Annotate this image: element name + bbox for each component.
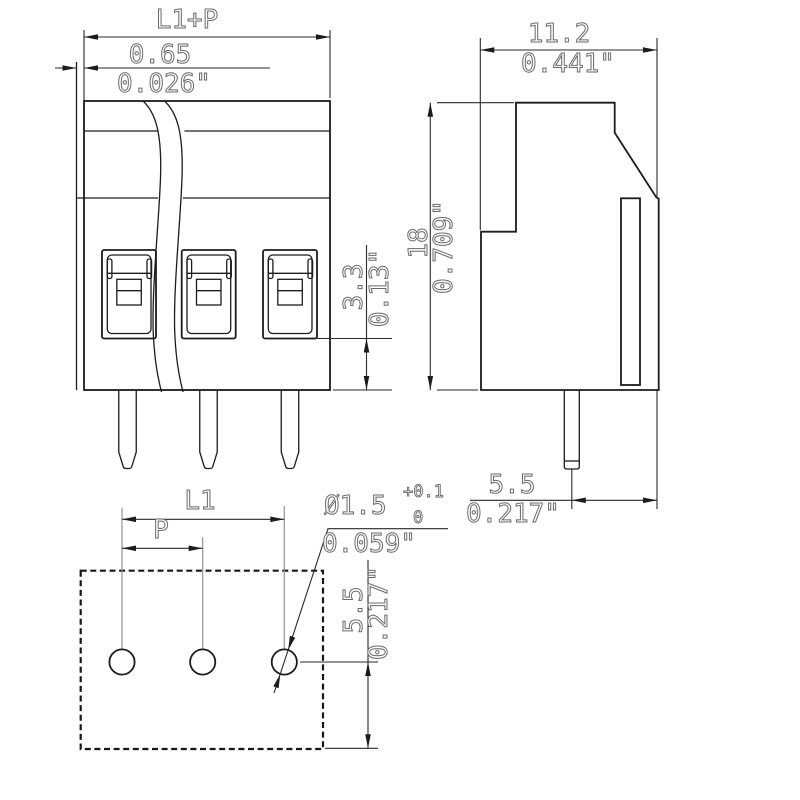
- hole-center-extension-lines: [121, 506, 285, 649]
- solder-pin-side: [563, 390, 580, 470]
- dim-hole-pitch-p: P: [122, 515, 203, 552]
- wire-opening: [277, 278, 303, 306]
- dimension-arrow: [273, 674, 281, 689]
- break-lines: [142, 100, 184, 393]
- dimension-arrow: [363, 338, 370, 353]
- dimension-arrow: [288, 635, 296, 650]
- dimension-arrow: [427, 102, 434, 117]
- dimension-arrow: [122, 516, 136, 523]
- drill-hole-2: [189, 648, 217, 676]
- wire-clamp-1: [101, 249, 157, 340]
- dimension-arrow: [480, 47, 495, 53]
- side-view: 11.2 0.441" 18 0.709" 5.5 0.217": [404, 19, 660, 530]
- clamp-flange-left: [106, 258, 113, 280]
- dimension-arrow: [643, 47, 657, 53]
- clamp-flange-left: [267, 258, 274, 280]
- dimension-text-row-offset-mm: 5.5: [339, 587, 369, 634]
- break-line-left: [142, 100, 163, 393]
- dimension-text-wall-mm: 0.65: [129, 40, 192, 70]
- dimension-text-depth-in: 0.441": [521, 49, 615, 79]
- dimension-text-span: L1: [184, 486, 215, 516]
- dimension-arrow: [365, 662, 371, 676]
- dim-hole-diameter-leader: Ø1.5 +0.1 0 0.059": [273, 482, 448, 694]
- extension-line: [437, 102, 514, 391]
- dimension-arrow: [122, 545, 136, 552]
- clamp-inner: [186, 254, 232, 335]
- dim-overall-width: L1+P: [83, 5, 331, 101]
- extension-line: [479, 38, 658, 230]
- clamp-flange-left: [186, 258, 193, 280]
- clamp-inner: [267, 254, 313, 335]
- dimension-text-row-offset-in: 0.217": [364, 566, 394, 660]
- front-view: L1+P 0.65 0.026" 3.3 0.13": [55, 5, 396, 470]
- dimension-text-depth-mm: 11.2: [528, 19, 591, 49]
- clamp-flange-right: [146, 258, 153, 280]
- dimension-text-wall-in: 0.026": [117, 69, 211, 99]
- dim-row-offset: 5.5 0.217": [300, 560, 395, 749]
- clamp-outer: [101, 249, 157, 340]
- dimension-text-height-in: 0.709": [429, 200, 459, 294]
- solder-pin-3: [280, 390, 300, 470]
- extension-line: [300, 661, 378, 749]
- break-line-right: [164, 100, 184, 393]
- dimension-arrow: [270, 516, 285, 523]
- dimension-arrow: [84, 65, 98, 71]
- clamp-flange-right: [307, 258, 314, 280]
- dimension-text-pitch: P: [153, 515, 169, 545]
- clamp-inner: [106, 254, 152, 335]
- dimension-arrow: [188, 545, 203, 552]
- clamp-flange-right: [226, 258, 232, 280]
- dimension-text-clamp-in: 0.13": [365, 249, 395, 327]
- dimension-text-height-mm: 18: [404, 227, 434, 258]
- extension-line: [317, 337, 392, 391]
- dimension-arrow: [363, 376, 370, 390]
- drill-hole-3: [270, 648, 298, 676]
- dimension-arrow: [643, 497, 657, 504]
- screw-slot: [620, 197, 641, 386]
- footprint-view: L1 P Ø1.5 +0.1 0 0.059" 5.5 0.217": [79, 482, 448, 751]
- dimension-text-pin-offset-mm: 5.5: [489, 470, 536, 500]
- wire-clamp-2: [180, 249, 237, 340]
- dimension-arrow: [316, 34, 330, 40]
- dimension-arrow: [62, 65, 77, 71]
- dimension-text-clamp-mm: 3.3: [339, 264, 369, 311]
- solder-pins-front: [118, 390, 300, 470]
- wire-opening: [116, 278, 142, 306]
- pin-outline: [563, 390, 580, 470]
- dim-clamp-height: 3.3 0.13": [317, 245, 396, 391]
- clamp-outer: [180, 249, 237, 340]
- solder-pin-2: [199, 390, 218, 470]
- pcb-outline-dashed: [79, 569, 325, 751]
- dimension-text-hole-diameter-in: 0.059": [322, 529, 416, 559]
- dimension-arrow: [427, 376, 434, 390]
- dimension-arrow: [571, 497, 586, 504]
- housing-outline: [83, 100, 331, 391]
- dimension-arrow: [365, 734, 371, 749]
- dim-wall-thickness: 0.65 0.026": [55, 40, 270, 100]
- extension-line: [571, 390, 658, 509]
- extension-line: [83, 30, 331, 101]
- housing-outline-side: [480, 101, 660, 391]
- wire-opening: [195, 278, 222, 306]
- dimension-text-overall-width: L1+P: [156, 5, 219, 35]
- dim-height: 18 0.709": [404, 102, 514, 391]
- dim-pin-offset-side: 5.5 0.217": [466, 390, 658, 530]
- dimension-text-hole-tol-lower: 0: [413, 508, 423, 528]
- dim-depth: 11.2 0.441": [479, 19, 658, 230]
- wire-clamp-3: [262, 249, 318, 340]
- terminal-block-body-front: [75, 62, 331, 391]
- clamp-outer: [262, 249, 318, 340]
- solder-pin-1: [118, 390, 137, 470]
- dim-hole-span-l1: L1: [122, 486, 285, 523]
- dimension-text-pin-offset-in: 0.217": [466, 499, 560, 529]
- drill-hole-1: [108, 648, 136, 676]
- dimension-arrow: [84, 34, 98, 40]
- dimension-text-hole-diameter-mm: Ø1.5: [324, 491, 387, 521]
- dimension-text-hole-tol-upper: +0.1: [403, 482, 444, 502]
